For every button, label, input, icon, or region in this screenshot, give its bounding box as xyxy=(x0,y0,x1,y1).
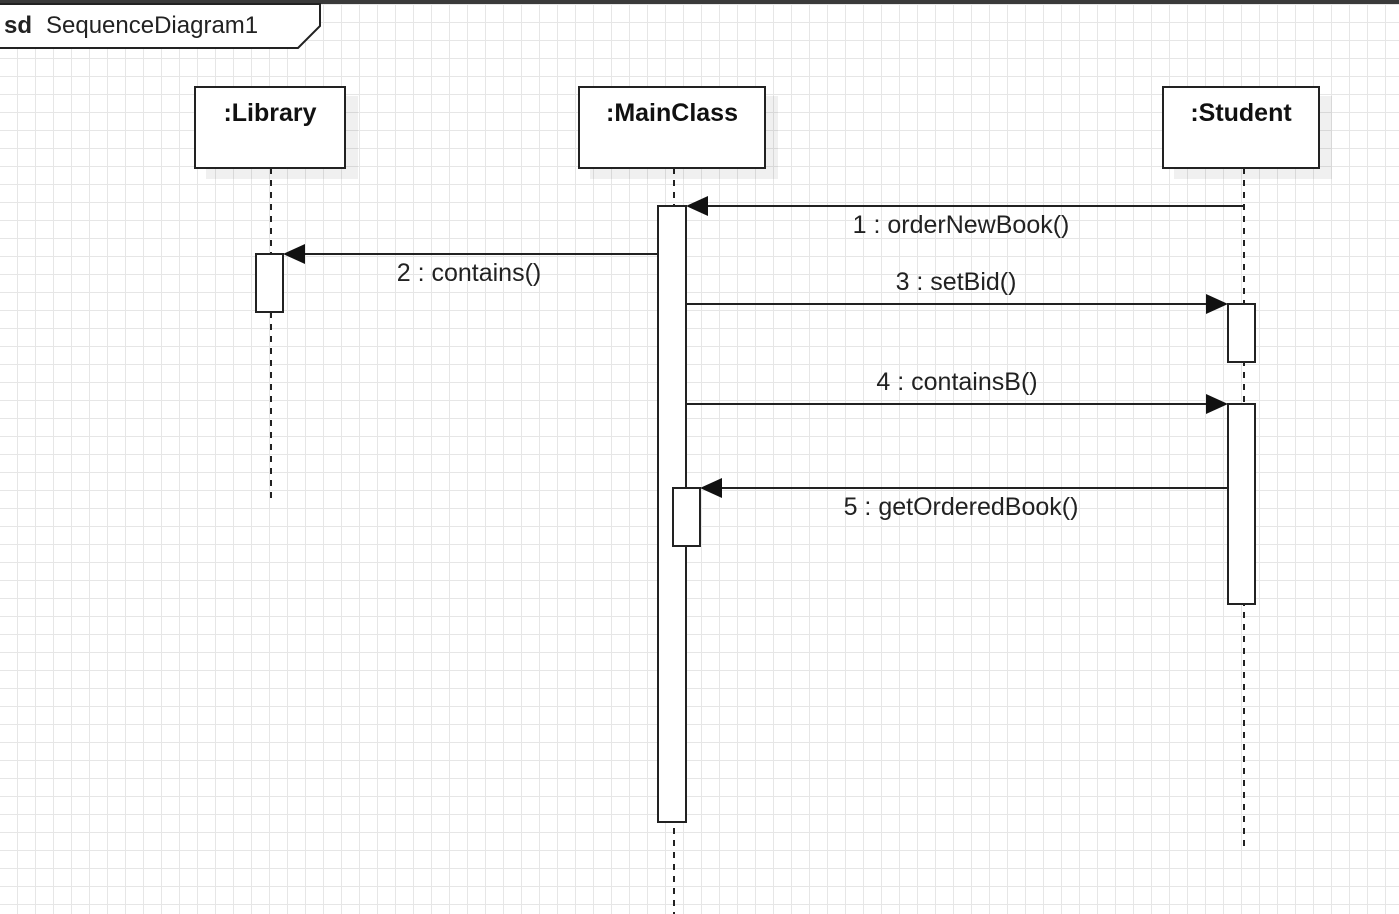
frame-tab xyxy=(0,3,321,49)
frame-keyword: sd xyxy=(4,12,32,39)
lifeline-student-box xyxy=(1162,86,1320,169)
message-1-arrowhead xyxy=(686,196,708,216)
message-4[interactable]: 4 : containsB() xyxy=(686,368,1228,414)
top-border xyxy=(0,0,1399,4)
lifeline-library[interactable]: :Library xyxy=(194,86,346,169)
message-4-arrowhead xyxy=(1206,394,1228,414)
message-5-arrowhead xyxy=(700,478,722,498)
activation-student-setbid[interactable] xyxy=(1227,303,1256,363)
message-3[interactable]: 3 : setBid() xyxy=(686,268,1228,314)
lifeline-library-box xyxy=(194,86,346,169)
message-5[interactable]: 5 : getOrderedBook() xyxy=(700,478,1228,521)
message-4-label: 4 : containsB() xyxy=(876,368,1037,396)
sd-frame[interactable]: sd SequenceDiagram1 xyxy=(0,3,321,49)
message-3-label: 3 : setBid() xyxy=(896,268,1017,296)
lifeline-library-label: :Library xyxy=(223,99,316,127)
activation-library[interactable] xyxy=(255,253,284,313)
message-5-label: 5 : getOrderedBook() xyxy=(844,493,1079,521)
lifeline-mainclass-box xyxy=(578,86,766,169)
lifeline-mainclass-label: :MainClass xyxy=(606,99,738,127)
lifeline-mainclass[interactable]: :MainClass xyxy=(578,86,766,169)
lifeline-student[interactable]: :Student xyxy=(1162,86,1320,169)
lifeline-student-label: :Student xyxy=(1190,99,1292,127)
frame-name: SequenceDiagram1 xyxy=(46,12,258,39)
activation-student-containsb[interactable] xyxy=(1227,403,1256,605)
activation-mainclass-nested[interactable] xyxy=(672,487,701,547)
message-1[interactable]: 1 : orderNewBook() xyxy=(686,196,1244,239)
message-1-label: 1 : orderNewBook() xyxy=(853,211,1070,239)
message-3-arrowhead xyxy=(1206,294,1228,314)
message-2-label: 2 : contains() xyxy=(397,259,542,287)
message-2[interactable]: 2 : contains() xyxy=(283,244,658,287)
message-2-arrowhead xyxy=(283,244,305,264)
